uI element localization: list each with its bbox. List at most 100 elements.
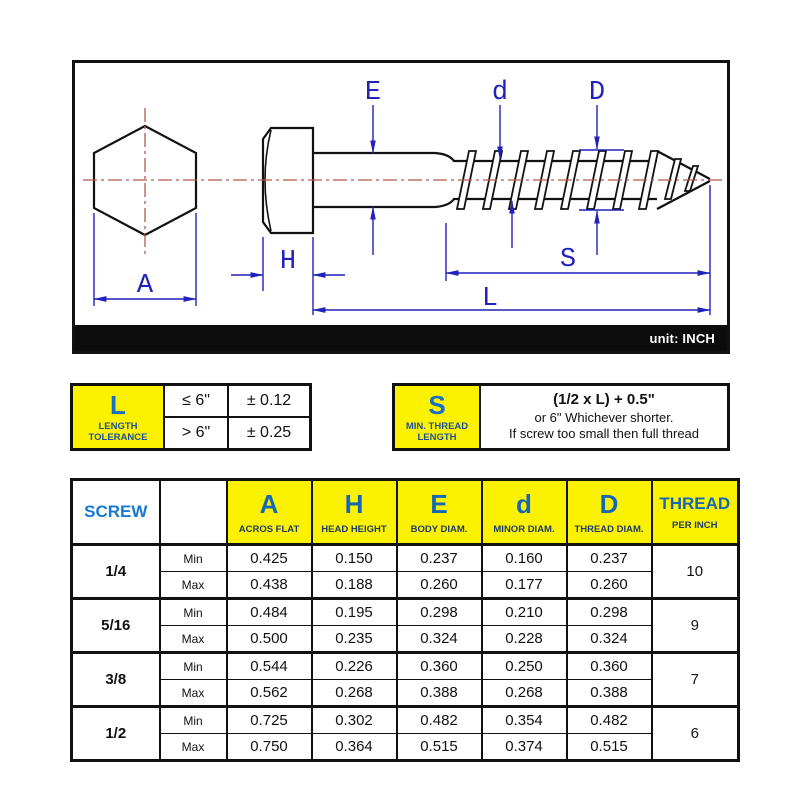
label-A-across-flats: A (137, 271, 154, 301)
table-row: Max 0.750 0.364 0.515 0.374 0.515 (72, 733, 739, 762)
label-E-body-diam: E (365, 78, 381, 108)
value-cell: 0.302 (310, 705, 398, 734)
label-S-thread-length: S (560, 245, 576, 275)
screw-size: 5/16 (70, 597, 161, 653)
length-tolerance-table: L LENGTH TOLERANCE ≤ 6" ± 0.12 > 6" ± 0.… (70, 383, 312, 451)
thread-note-symbol: S (428, 389, 446, 420)
table-row: 1/2 Min 0.725 0.302 0.482 0.354 0.482 6 (70, 705, 740, 761)
value-cell: 0.324 (565, 625, 653, 654)
tolerance-condition: > 6" (163, 416, 229, 451)
max-label: Max (158, 679, 228, 708)
col-header-d: d MINOR DIAM. (480, 478, 568, 546)
value-cell: 0.188 (310, 571, 398, 600)
min-thread-length-table: S MIN. THREAD LENGTH (1/2 x L) + 0.5" or… (392, 383, 730, 451)
value-cell: 0.500 (225, 625, 313, 654)
max-label: Max (158, 625, 228, 654)
value-cell: 0.388 (565, 679, 653, 708)
label-D-thread-diam: D (589, 78, 605, 108)
col-header-E: E BODY DIAM. (395, 478, 483, 546)
tolerance-symbol-cell: L LENGTH TOLERANCE (70, 383, 165, 451)
value-cell: 0.235 (310, 625, 398, 654)
label-L-overall-length: L (482, 284, 498, 314)
tolerance-caption: LENGTH TOLERANCE (88, 420, 148, 443)
tolerance-value: ± 0.25 (227, 416, 312, 451)
value-cell: 0.482 (395, 705, 483, 734)
centerlines (83, 108, 723, 255)
value-cell: 0.515 (565, 733, 653, 762)
table-row: Max 0.500 0.235 0.324 0.228 0.324 (72, 625, 739, 654)
screw-size: 1/4 (70, 543, 161, 599)
max-label: Max (158, 733, 228, 762)
screw-size: 1/2 (70, 705, 161, 761)
label-H-head-height: H (280, 247, 296, 277)
thread-note-symbol-cell: S MIN. THREAD LENGTH (392, 383, 481, 451)
value-cell: 0.482 (565, 705, 653, 734)
table-row: 1/4 Min 0.425 0.150 0.237 0.160 0.237 10 (70, 543, 740, 599)
value-cell: 0.562 (225, 679, 313, 708)
value-cell: 0.195 (310, 597, 398, 626)
value-cell: 0.515 (395, 733, 483, 762)
label-d-minor-diam: d (492, 78, 508, 108)
screw-dimension-drawing: E d D H A S L (83, 78, 723, 315)
screw-size: 3/8 (70, 651, 161, 707)
value-cell: 0.364 (310, 733, 398, 762)
threads-per-inch: 9 (650, 597, 740, 653)
tolerance-symbol: L (110, 389, 126, 420)
col-header-D: D THREAD DIAM. (565, 478, 653, 546)
dimension-lines (93, 105, 711, 315)
value-cell: 0.360 (395, 651, 483, 680)
thread-note-text-cell: (1/2 x L) + 0.5" or 6" Whichever shorter… (479, 383, 730, 451)
min-label: Min (158, 705, 228, 734)
thread-length-rule: or 6" Whichever shorter. (534, 410, 674, 426)
value-cell: 0.160 (480, 543, 568, 572)
table-row: 5/16 Min 0.484 0.195 0.298 0.210 0.298 9 (70, 597, 740, 653)
min-label: Min (158, 543, 228, 572)
threads-per-inch: 7 (650, 651, 740, 707)
value-cell: 0.237 (395, 543, 483, 572)
value-cell: 0.237 (565, 543, 653, 572)
screw-column-header: SCREW (70, 478, 161, 546)
col-header-A: A ACROS FLAT (225, 478, 313, 546)
value-cell: 0.177 (480, 571, 568, 600)
thread-note-caption: MIN. THREAD LENGTH (405, 420, 469, 443)
value-cell: 0.150 (310, 543, 398, 572)
value-cell: 0.260 (395, 571, 483, 600)
value-cell: 0.438 (225, 571, 313, 600)
thread-length-formula: (1/2 x L) + 0.5" (553, 391, 655, 409)
drawing-frame: E d D H A S L unit: INCH (72, 60, 730, 354)
value-cell: 0.260 (565, 571, 653, 600)
value-cell: 0.324 (395, 625, 483, 654)
table-row: Max 0.438 0.188 0.260 0.177 0.260 (72, 571, 739, 600)
value-cell: 0.268 (310, 679, 398, 708)
value-cell: 0.374 (480, 733, 568, 762)
value-cell: 0.228 (480, 625, 568, 654)
unit-note: unit: INCH (649, 330, 715, 346)
dimension-labels: E d D H A S L (137, 78, 605, 314)
table-row: Max 0.562 0.268 0.388 0.268 0.388 (72, 679, 739, 708)
min-label: Min (158, 651, 228, 680)
table-row: 3/8 Min 0.544 0.226 0.360 0.250 0.360 7 (70, 651, 740, 707)
minmax-column-header (158, 478, 228, 546)
col-header-thread-per-inch: THREAD PER INCH (650, 478, 740, 546)
value-cell: 0.725 (225, 705, 313, 734)
value-cell: 0.250 (480, 651, 568, 680)
min-label: Min (158, 597, 228, 626)
value-cell: 0.268 (480, 679, 568, 708)
unit-bar: unit: INCH (75, 325, 727, 351)
tolerance-value: ± 0.12 (227, 383, 312, 418)
tolerance-condition: ≤ 6" (163, 383, 229, 418)
value-cell: 0.210 (480, 597, 568, 626)
value-cell: 0.360 (565, 651, 653, 680)
thread-length-exception: If screw too small then full thread (508, 426, 700, 442)
value-cell: 0.544 (225, 651, 313, 680)
col-header-H: H HEAD HEIGHT (310, 478, 398, 546)
screw-spec-table: SCREW A ACROS FLAT H HEAD HEIGHT E BODY … (70, 478, 740, 762)
value-cell: 0.750 (225, 733, 313, 762)
threads-per-inch: 6 (650, 705, 740, 761)
value-cell: 0.388 (395, 679, 483, 708)
value-cell: 0.354 (480, 705, 568, 734)
max-label: Max (158, 571, 228, 600)
value-cell: 0.226 (310, 651, 398, 680)
value-cell: 0.484 (225, 597, 313, 626)
